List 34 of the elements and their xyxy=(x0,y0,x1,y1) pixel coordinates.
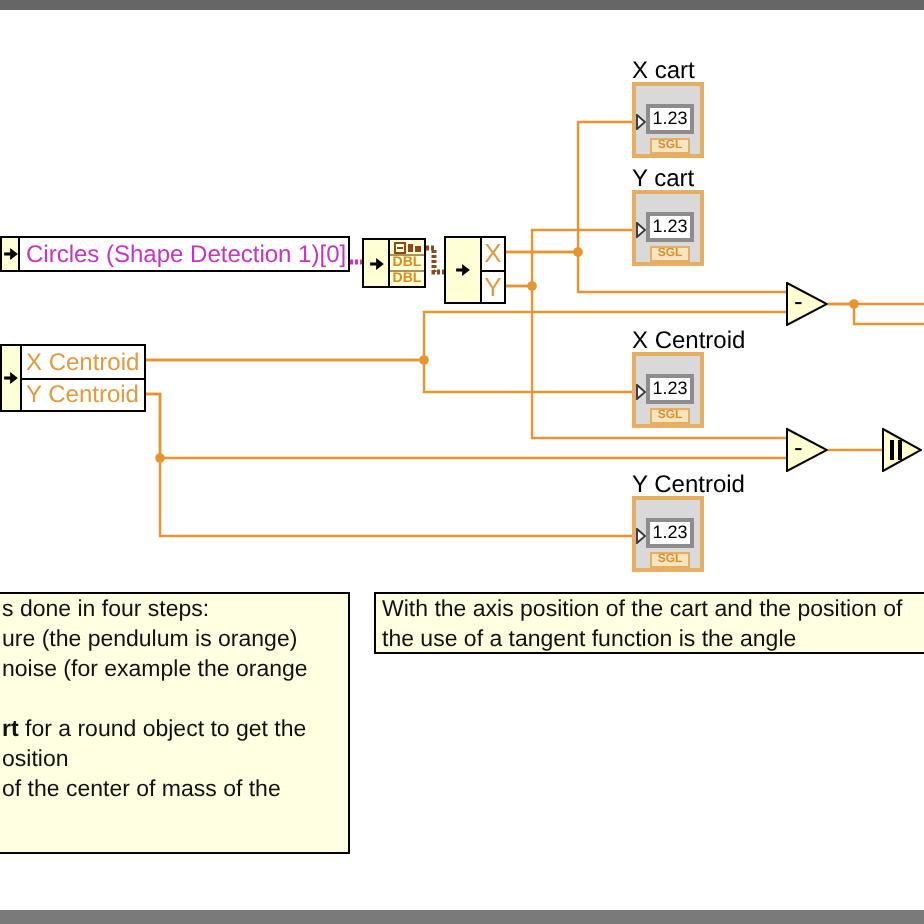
subtract-function xyxy=(786,282,828,326)
element-name: Circles (Shape Detection 1)[0] xyxy=(24,238,348,270)
indicator-label: Y Centroid xyxy=(632,470,745,498)
indicator-label: X cart xyxy=(632,56,695,84)
minus-sign: - xyxy=(794,434,803,462)
wire xyxy=(506,284,786,440)
comment-text: s done in four steps: xyxy=(2,596,212,626)
subtract-function xyxy=(786,428,828,472)
comment-box xyxy=(0,592,350,854)
element-name: Y xyxy=(482,269,504,302)
element-name: X Centroid xyxy=(24,346,142,377)
element-name: Y Centroid xyxy=(22,377,144,410)
comment-text: of the center of mass of the xyxy=(2,776,283,806)
wire xyxy=(828,302,924,326)
unbundle-by-name-node xyxy=(0,344,146,412)
indicator-label: X Centroid xyxy=(632,326,746,354)
comment-text: ure (the pendulum is orange) xyxy=(2,626,300,656)
wire xyxy=(426,245,444,275)
wire xyxy=(828,448,882,452)
comment-text: osition xyxy=(2,746,71,776)
wire xyxy=(506,250,786,294)
element-name: X xyxy=(482,238,504,269)
unbundle-node xyxy=(362,238,426,288)
wire xyxy=(350,259,362,265)
comment-text: noise (for example the orange xyxy=(2,656,310,686)
minus-sign: - xyxy=(794,288,803,316)
unbundle-by-name-node xyxy=(0,236,350,272)
indicator-label: Y cart xyxy=(632,164,695,192)
absolute-value-function xyxy=(882,428,922,472)
comment-text: With the axis position of the cart and the position of the use of a tangent function is the angle xyxy=(382,596,905,656)
comment-text: rt for a round object to get the xyxy=(2,716,309,746)
unbundle-by-name-node xyxy=(444,236,506,304)
wire xyxy=(146,358,632,394)
wire xyxy=(146,392,632,538)
